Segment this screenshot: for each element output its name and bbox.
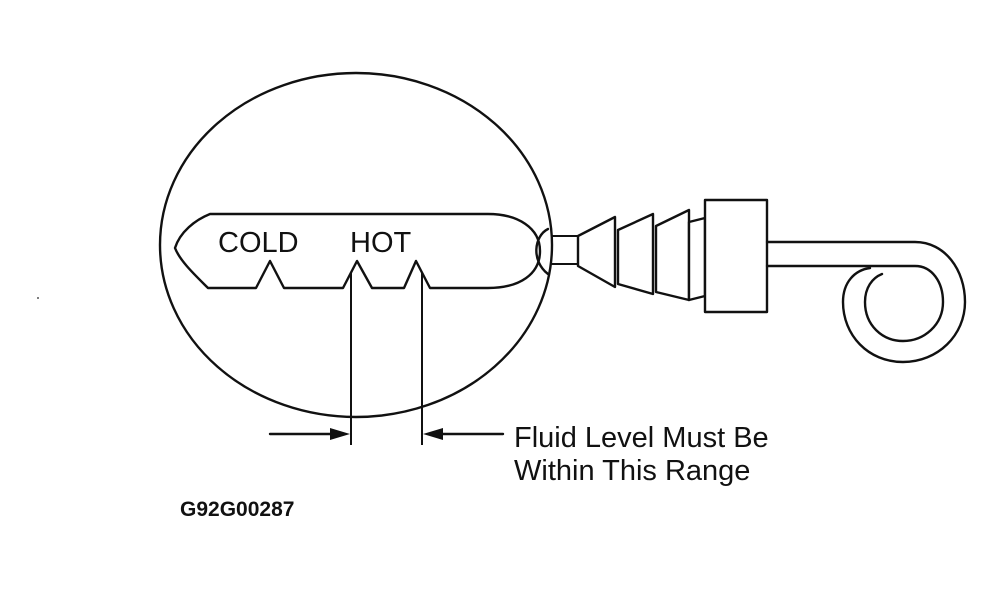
cold-mark-label: COLD — [218, 227, 299, 259]
callout-line-1: Fluid Level Must Be — [514, 422, 769, 454]
stopper-ring-3 — [654, 208, 691, 302]
arrow-right-head — [423, 428, 443, 440]
dipstick-cap — [703, 198, 769, 314]
dipstick-blade — [173, 212, 542, 290]
figure-id: G92G00287 — [180, 498, 294, 521]
stopper-ring-2 — [616, 212, 655, 296]
stopper-ring-1 — [576, 215, 617, 289]
handle-arc — [535, 227, 550, 276]
hot-mark-label: HOT — [350, 227, 412, 259]
handle-rod — [765, 240, 967, 364]
dipstick-shaft — [551, 235, 578, 265]
magnifier-circle — [158, 71, 554, 419]
stopper-ring-4 — [687, 216, 707, 302]
handle-rod-inner — [765, 264, 945, 343]
callout-line-2: Within This Range — [514, 455, 750, 487]
arrow-left-head — [330, 428, 350, 440]
stray-dot — [37, 297, 39, 299]
